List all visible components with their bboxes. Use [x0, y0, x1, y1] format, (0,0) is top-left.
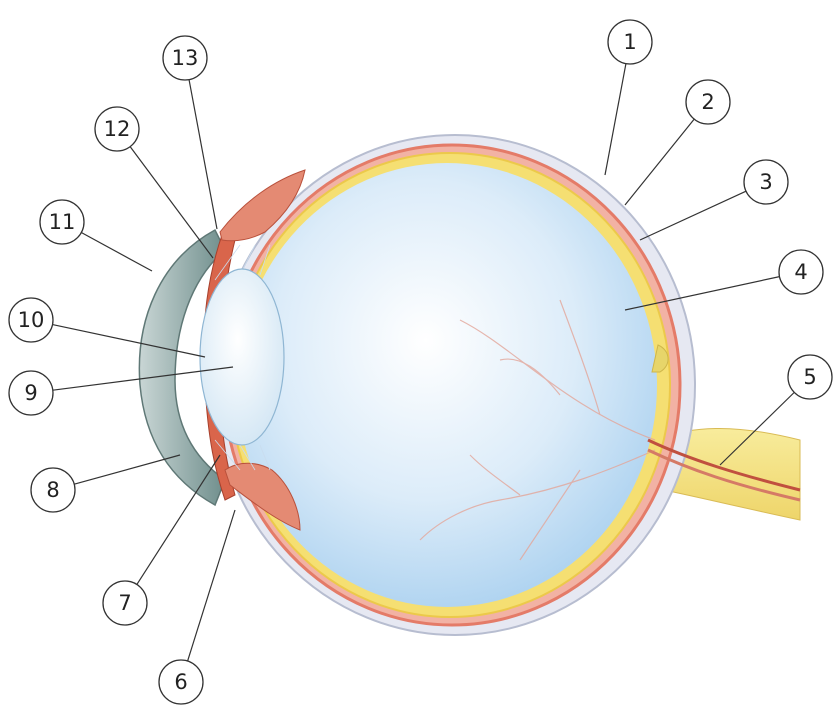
label-number-1: 1: [623, 30, 636, 54]
label-callout-9: 9: [9, 371, 53, 415]
leader-line-13: [189, 80, 217, 229]
label-number-2: 2: [701, 90, 714, 114]
vitreous-body: [237, 163, 657, 607]
lens: [200, 269, 284, 445]
label-number-3: 3: [759, 170, 772, 194]
label-callout-8: 8: [31, 468, 75, 512]
label-number-7: 7: [118, 591, 131, 615]
label-callout-1: 1: [608, 20, 652, 64]
label-number-9: 9: [24, 381, 37, 405]
leader-line-10: [53, 325, 205, 357]
leader-line-6: [188, 510, 235, 661]
leader-line-12: [130, 147, 213, 258]
label-number-10: 10: [18, 308, 45, 332]
label-callout-11: 11: [40, 200, 84, 244]
leader-line-2: [625, 119, 694, 205]
label-callout-12: 12: [95, 107, 139, 151]
label-number-8: 8: [46, 478, 59, 502]
leader-line-8: [74, 455, 180, 484]
label-callout-6: 6: [159, 660, 203, 704]
label-callout-3: 3: [744, 160, 788, 204]
label-number-5: 5: [803, 365, 816, 389]
label-number-13: 13: [172, 46, 199, 70]
label-number-12: 12: [104, 117, 131, 141]
label-callout-10: 10: [9, 298, 53, 342]
label-callout-2: 2: [686, 80, 730, 124]
leader-line-11: [81, 233, 152, 271]
label-callout-13: 13: [163, 36, 207, 80]
label-number-6: 6: [174, 670, 187, 694]
label-callout-4: 4: [779, 250, 823, 294]
leader-line-3: [640, 191, 746, 240]
label-number-4: 4: [794, 260, 807, 284]
label-callout-5: 5: [788, 355, 832, 399]
label-number-11: 11: [49, 210, 76, 234]
label-callout-7: 7: [103, 581, 147, 625]
leader-line-1: [605, 64, 626, 175]
